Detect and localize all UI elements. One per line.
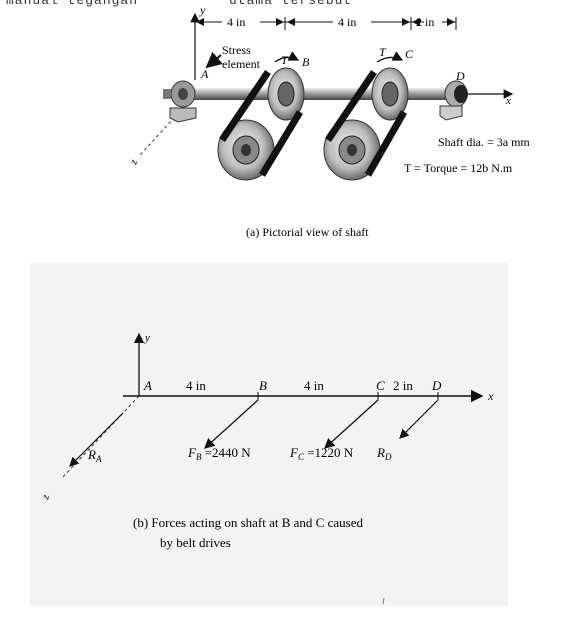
- pictorial-view-figure: y 4 in 4 in 2 in z x: [127, 3, 530, 239]
- point-d-label-a: D: [455, 69, 465, 83]
- header-center-text: utama tersebut: [229, 0, 353, 8]
- caption-a: (a) Pictorial view of shaft: [246, 225, 369, 239]
- shaft-dia-text: Shaft dia. = 3a mm: [438, 135, 530, 149]
- torque-label-b: T: [281, 53, 289, 67]
- pulley-b: [217, 67, 305, 181]
- z-axis-label-a: z: [127, 157, 140, 167]
- dim-bc-a: 4 in: [338, 15, 356, 29]
- shaft: [190, 88, 455, 100]
- stress-label-1: Stress: [222, 43, 251, 57]
- point-a-label-a: A: [200, 67, 209, 81]
- header-left-text: manual tegangan: [6, 0, 139, 8]
- point-c-label-a: C: [405, 47, 414, 61]
- bearing-a: [163, 80, 197, 123]
- forces-panel: [30, 263, 508, 606]
- pulley-c: [323, 67, 409, 181]
- x-axis-label-a: x: [505, 95, 511, 107]
- bearing-d: [439, 80, 468, 121]
- dim-cd-a: 2 in: [416, 15, 434, 29]
- torque-label-c: T: [379, 45, 387, 59]
- point-b-label-a: B: [302, 55, 310, 69]
- stress-label-2: element: [222, 57, 261, 71]
- torque-def-text: T = Torque = 12b N.m: [404, 161, 513, 175]
- dim-ab-a: 4 in: [227, 15, 245, 29]
- torque-arc-c: [376, 51, 404, 63]
- y-axis-label-a: y: [199, 3, 206, 17]
- torque-arc-b: [274, 51, 300, 63]
- stress-element-arrow: [205, 51, 223, 69]
